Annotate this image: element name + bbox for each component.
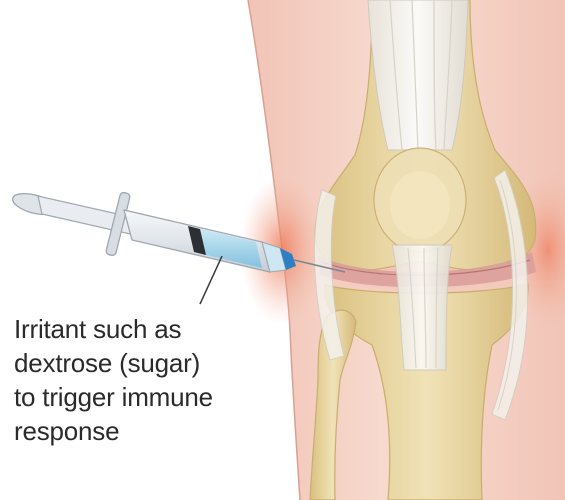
annotation-line-1: Irritant such as [14, 312, 264, 346]
callout-leader-line [200, 256, 222, 304]
patella [374, 148, 466, 252]
annotation-line-2: dextrose (sugar) [14, 346, 264, 380]
annotation-line-3: to trigger immune [14, 380, 264, 414]
annotation-text: Irritant such as dextrose (sugar) to tri… [14, 312, 264, 448]
annotation-line-4: response [14, 414, 264, 448]
quadriceps-tendon [368, 0, 468, 150]
